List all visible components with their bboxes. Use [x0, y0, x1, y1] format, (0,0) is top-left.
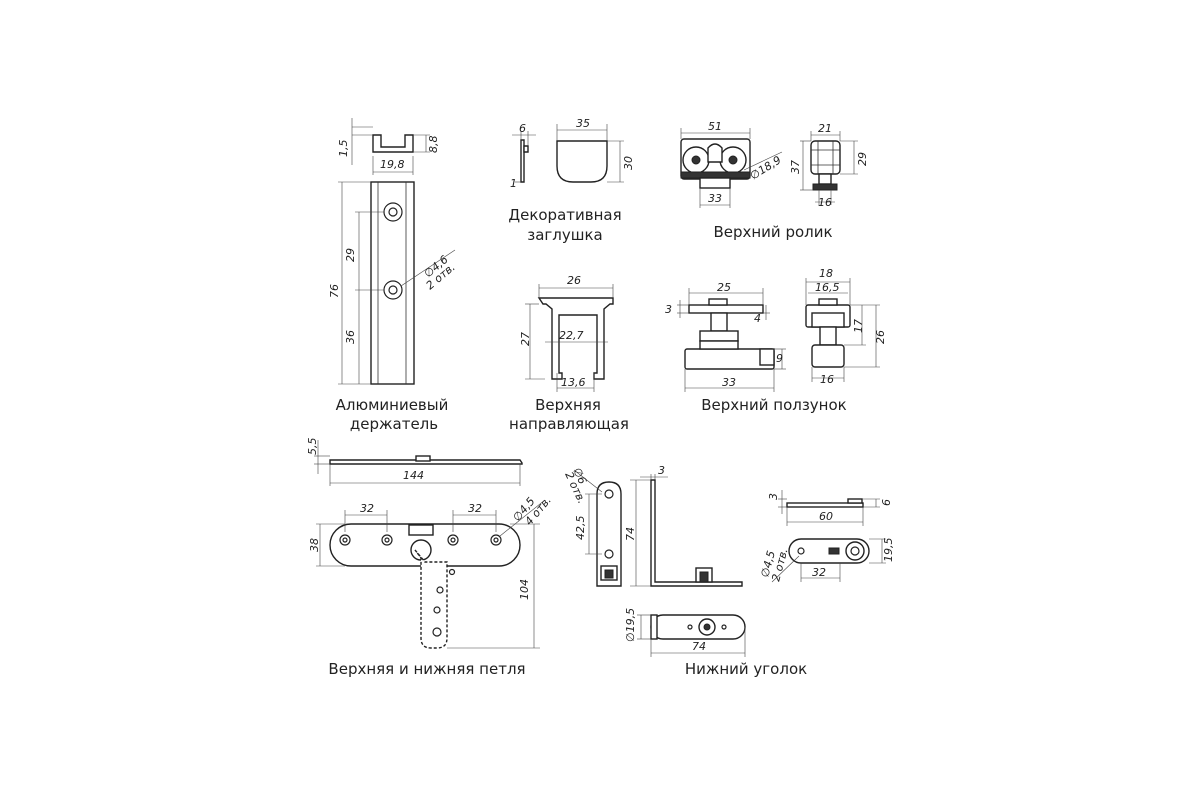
caption-decorative-plug-line1: Декоративная [508, 206, 621, 224]
dim-label: 21 [818, 122, 832, 135]
dim-label: 17 [852, 319, 865, 333]
dim-label: 104 [518, 579, 531, 600]
dim-label: 32 [468, 502, 482, 515]
dim-label: 76 [328, 284, 341, 298]
dim-label: 18 [819, 267, 833, 280]
dim-label: 16 [818, 196, 832, 209]
dim-label: 22,7 [559, 329, 584, 342]
dim-label: 32 [360, 502, 374, 515]
dim-label: 38 [308, 538, 321, 552]
dim-label: 35 [576, 117, 590, 130]
dim-label: 33 [708, 192, 722, 205]
hinge-drawing [314, 440, 546, 649]
dim-label: 6 [519, 122, 526, 135]
decorative-plug-drawing [512, 124, 624, 183]
dim-label: 37 [789, 160, 802, 174]
caption-aluminium-holder-line1: Алюминиевый [336, 396, 449, 414]
caption-decorative-plug-line2: заглушка [527, 226, 603, 244]
dim-label: 29 [856, 152, 869, 166]
dim-label: 25 [717, 281, 731, 294]
top-guide-drawing [525, 284, 614, 392]
caption-top-guide-line1: Верхняя [535, 396, 601, 414]
dim-label: 42,5 [574, 516, 587, 541]
dim-label: 5,5 [306, 438, 319, 456]
dim-label: 4 [754, 312, 761, 325]
top-roller-drawing [680, 128, 858, 208]
dim-label: ∅19,5 [624, 608, 637, 642]
dim-label: 3 [658, 464, 665, 477]
dim-label: 3 [665, 303, 672, 316]
dim-label: 74 [624, 527, 637, 541]
dim-label: 26 [874, 330, 887, 344]
dim-label: 27 [519, 332, 532, 346]
caption-aluminium-holder-line2: держатель [350, 415, 438, 433]
dim-label: 36 [344, 330, 357, 344]
dim-label: 16,5 [815, 281, 840, 294]
dim-label: 3 [767, 493, 780, 500]
dim-label: 144 [403, 469, 424, 482]
dim-label: 19,8 [380, 158, 405, 171]
caption-top-roller: Верхний ролик [713, 223, 832, 241]
dim-label: 33 [722, 376, 736, 389]
caption-top-guide-line2: направляющая [509, 415, 629, 433]
top-slider-drawing [677, 278, 880, 392]
dim-label: 9 [776, 352, 783, 365]
dim-label: 60 [819, 510, 833, 523]
dim-label: 30 [622, 156, 635, 170]
dim-label: 1,5 [337, 140, 350, 158]
caption-top-slider: Верхний ползунок [701, 396, 846, 414]
dim-label: 13,6 [561, 376, 586, 389]
dim-label: 19,5 [882, 538, 895, 563]
dim-label: 29 [344, 248, 357, 262]
dim-label: 1 [510, 177, 517, 190]
dim-label: 26 [567, 274, 581, 287]
bottom-corner-drawing [573, 469, 886, 657]
dim-label: 6 [880, 499, 893, 506]
dim-label: 74 [692, 640, 706, 653]
dim-label: ∅6 [570, 466, 589, 487]
dim-label: ∅18,9 [748, 153, 784, 182]
dim-label: 8,8 [427, 136, 440, 154]
dim-label: 51 [708, 120, 722, 133]
caption-bottom-corner: Нижний уголок [685, 660, 807, 678]
dim-label: 32 [812, 566, 826, 579]
caption-hinge: Верхняя и нижняя петля [328, 660, 525, 678]
dim-label: 16 [820, 373, 834, 386]
aluminium-holder-drawing [338, 118, 456, 385]
